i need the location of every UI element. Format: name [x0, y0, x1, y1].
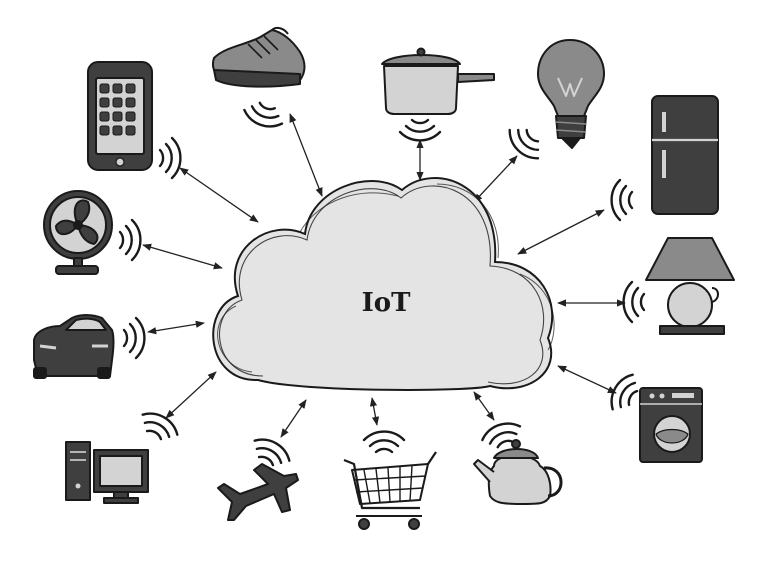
signal-waves-table-lamp [622, 280, 646, 324]
washing-machine-icon [639, 387, 703, 463]
connector-shopping-cart [369, 397, 380, 426]
desktop-computer-icon [65, 441, 149, 504]
signal-waves-teapot [481, 422, 522, 449]
smartphone-icon [87, 61, 153, 171]
cloud-sketch-line [217, 183, 555, 373]
connector-smartphone [179, 167, 259, 223]
cloud-sketch-line [219, 185, 545, 385]
shopping-cart-icon [343, 451, 437, 530]
iot-cloud: IoT [212, 177, 555, 391]
connector-desktop-computer [165, 371, 217, 419]
connector-airplane [280, 399, 307, 438]
electric-fan-icon [43, 190, 113, 275]
cloud-shape [212, 177, 554, 391]
sneaker-icon [212, 26, 306, 88]
signal-waves [118, 101, 646, 467]
cloud-label: IoT [362, 288, 412, 318]
signal-waves-sneaker [243, 101, 284, 128]
signal-waves-washing-machine [610, 373, 639, 411]
connectors [142, 113, 626, 438]
signal-waves-car [122, 316, 146, 360]
signal-waves-shopping-cart [362, 430, 406, 454]
devices [33, 26, 735, 530]
signal-waves-airplane [253, 438, 291, 467]
table-lamp-icon [645, 237, 735, 335]
signal-waves-fan [118, 218, 142, 262]
connector-refrigerator [517, 209, 605, 255]
connector-washing-machine [557, 365, 617, 394]
airplane-icon [217, 463, 299, 521]
connector-light-bulb [473, 155, 518, 203]
signal-waves-light-bulb [508, 128, 540, 160]
connector-teapot [473, 391, 495, 421]
refrigerator-icon [651, 95, 719, 215]
signal-waves-desktop-computer [141, 412, 179, 441]
connector-car [147, 320, 205, 335]
light-bulb-icon [537, 39, 605, 149]
teapot-icon [473, 439, 563, 505]
signal-waves-refrigerator [610, 178, 634, 222]
connector-sneaker [289, 113, 323, 197]
car-icon [33, 314, 115, 379]
signal-waves-smartphone [158, 136, 182, 180]
cooking-pot-icon [381, 47, 495, 115]
signal-waves-cooking-pot [398, 118, 442, 142]
connector-fan [142, 243, 223, 270]
